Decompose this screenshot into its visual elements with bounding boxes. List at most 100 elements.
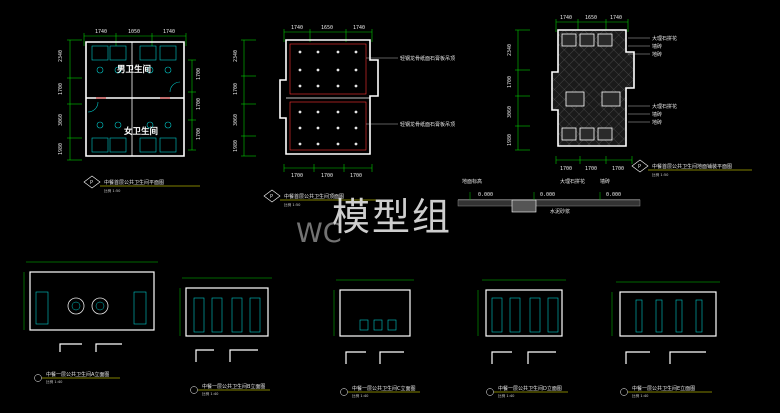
ceiling-plan-dimension-text: 1740 1650 1740 2340 1700 3060 1980 1700 …: [233, 25, 365, 179]
section-label-1: 地面标高: [462, 178, 482, 185]
elevation-a: 中餐一层公共卫生间A立面图 比例 1:40: [23, 261, 158, 384]
ceiling-dim-bottom-1: 1700: [291, 173, 303, 179]
ceiling-dim-bottom-3: 1700: [350, 173, 362, 179]
ceiling-dim-top-3: 1740: [353, 25, 365, 31]
paving-plan-fixtures: [561, 33, 621, 141]
paving-dim-bottom-1: 1700: [560, 166, 572, 172]
ceiling-dim-left-1: 2340: [233, 50, 239, 62]
floor-dim-right-3: 1700: [196, 128, 202, 140]
floor-dim-left-4: 1980: [58, 143, 64, 155]
section-level-2: 0.000: [540, 192, 555, 198]
floor-dim-top-1: 1740: [95, 29, 107, 35]
ceiling-plan-title: 中餐首层公共卫生间顶面图: [284, 193, 344, 200]
ceiling-plan-tag: P: [270, 194, 273, 200]
elevation-a-title: 中餐一层公共卫生间A立面图: [46, 371, 109, 378]
paving-plan: 1740 1650 1740 2340 1700 3060 1980 1700 …: [507, 15, 752, 177]
paving-dim-left-4: 1980: [507, 134, 513, 146]
ceiling-dim-top-1: 1740: [291, 25, 303, 31]
paving-note-6: 地砖: [652, 119, 662, 126]
paving-plan-leaders: [628, 37, 650, 123]
floor-plan-tag-diamond: [83, 175, 101, 189]
paving-note-4: 大理石拼花: [652, 103, 677, 110]
ceiling-plan: 1740 1650 1740 2340 1700 3060 1980 1700 …: [233, 25, 455, 207]
ceiling-dim-left-2: 1700: [233, 83, 239, 95]
ceiling-dim-left-3: 3060: [233, 114, 239, 126]
elevation-d: 中餐一层公共卫生间D立面图 比例 1:40: [477, 279, 568, 398]
ceiling-note-1: 轻钢龙骨纸面石膏板吊顶: [400, 55, 455, 62]
ceiling-plan-light-fixtures: [298, 50, 358, 146]
paving-plan-title-block: P 中餐首层公共卫生间地面铺装平面图 比例 1:50: [631, 159, 752, 177]
paving-dim-bottom-3: 1700: [612, 166, 624, 172]
watermark-main: 模型组: [332, 195, 453, 239]
ceiling-plan-leaders: [366, 57, 398, 125]
paving-dim-left-2: 1700: [507, 76, 513, 88]
floor-plan-title-block: P 中餐首层公共卫生间平面图 比例 1:50: [83, 175, 200, 193]
paving-note-5: 墙砖: [652, 111, 662, 118]
paving-dim-left-3: 3060: [507, 106, 513, 118]
paving-dim-top-2: 1650: [585, 15, 597, 21]
section-label-4: 水泥砂浆: [550, 208, 570, 215]
room-label-female: 女卫生间: [124, 126, 158, 137]
paving-note-1: 大理石拼花: [652, 35, 677, 42]
elevation-d-title: 中餐一层公共卫生间D立面图: [498, 385, 562, 392]
elevation-a-scale: 比例 1:40: [46, 379, 63, 384]
paving-plan-tag: P: [638, 164, 641, 170]
ceiling-note-2: 轻钢龙骨纸面石膏板吊顶: [400, 121, 455, 128]
ceiling-plan-scale: 比例 1:50: [284, 202, 301, 207]
floor-plan-dimension-text: 1740 1050 1740 2340 1700 3060 1980 1700 …: [58, 29, 202, 155]
floor-plan-dimension-lines: [67, 33, 196, 161]
elevation-c: 中餐一层公共卫生间C立面图 比例 1:40: [333, 279, 420, 398]
paving-dim-top-3: 1740: [610, 15, 622, 21]
elevation-b-title: 中餐一层公共卫生间B立面图: [202, 383, 265, 390]
floor-dim-left-1: 2340: [58, 50, 64, 62]
paving-dim-top-1: 1740: [560, 15, 572, 21]
floor-dim-left-3: 3060: [58, 114, 64, 126]
section-level-1: 0.000: [478, 192, 493, 198]
paving-plan-dimension-text: 1740 1650 1740 2340 1700 3060 1980 1700 …: [507, 15, 624, 172]
ceiling-dim-top-2: 1650: [321, 25, 333, 31]
elevation-b: 中餐一层公共卫生间B立面图 比例 1:40: [179, 277, 272, 396]
floor-dim-top-2: 1050: [128, 29, 140, 35]
paving-note-2: 墙砖: [652, 43, 662, 50]
paving-dim-left-1: 2340: [507, 44, 513, 56]
ceiling-plan-tag-diamond: [263, 189, 281, 203]
floor-dim-right-2: 1700: [196, 98, 202, 110]
ceiling-dim-left-4: 1980: [233, 140, 239, 152]
section-label-2: 大理石拼花: [560, 178, 585, 185]
paving-dim-bottom-2: 1700: [585, 166, 597, 172]
ceiling-plan-inner-border: [289, 43, 367, 151]
room-label-male: 男卫生间: [117, 64, 151, 75]
floor-plan-tag: P: [90, 180, 93, 186]
section-level-3: 0.000: [606, 192, 621, 198]
ceiling-plan-walls: [279, 39, 379, 155]
floor-plan-title: 中餐首层公共卫生间平面图: [104, 179, 164, 186]
section-level-marks: [469, 192, 601, 200]
paving-plan-scale: 比例 1:50: [652, 172, 669, 177]
elevation-c-scale: 比例 1:40: [352, 393, 369, 398]
paving-note-3: 地砖: [652, 51, 662, 58]
elevation-d-scale: 比例 1:40: [498, 393, 515, 398]
ceiling-plan-title-block: P 中餐首层公共卫生间顶面图 比例 1:50: [263, 189, 380, 207]
floor-plan-walls: [85, 41, 185, 157]
floor-dim-left-2: 1700: [58, 83, 64, 95]
paving-plan-title: 中餐首层公共卫生间地面铺装平面图: [652, 163, 732, 170]
paving-tile-area: [551, 29, 635, 147]
elevation-b-scale: 比例 1:40: [202, 391, 219, 396]
paving-plan-dimension-lines: [515, 19, 633, 164]
ceiling-plan-dimension-lines: [241, 29, 373, 172]
floor-plan-stalls: [87, 45, 181, 153]
section-detail: 地面标高 大理石拼花 墙砖 水泥砂浆 0.000 0.000 0.000: [457, 178, 641, 215]
floor-dim-top-3: 1740: [163, 29, 175, 35]
floor-dim-right-1: 1700: [196, 68, 202, 80]
section-label-3: 墙砖: [600, 178, 610, 185]
watermark-sub: WC: [296, 218, 342, 249]
elevation-c-title: 中餐一层公共卫生间C立面图: [352, 385, 416, 392]
elevation-e: 中餐一层公共卫生间E立面图 比例 1:40: [611, 281, 720, 398]
elevation-e-scale: 比例 1:40: [632, 393, 649, 398]
paving-plan-tag-diamond: [631, 159, 649, 173]
floor-plan-scale: 比例 1:50: [104, 188, 121, 193]
ceiling-dim-bottom-2: 1700: [321, 173, 333, 179]
elevation-e-title: 中餐一层公共卫生间E立面图: [632, 385, 695, 392]
